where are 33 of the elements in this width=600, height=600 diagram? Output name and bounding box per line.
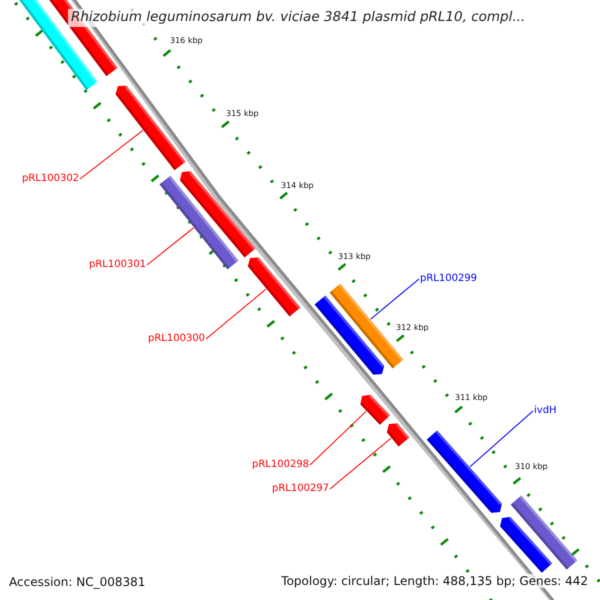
gene-feature [510,495,578,570]
tick-label: 311 kbp [455,394,488,402]
gene-feature [360,394,390,425]
tick-label: 315 kbp [226,110,259,118]
gene-feature [180,171,256,258]
genome-summary: Topology: circular; Length: 488,135 bp; Genes: 442 [279,574,590,588]
gene-feature [500,517,552,573]
tick-label: 314 kbp [281,182,314,190]
leader-line [80,130,144,180]
tick-label: 313 kbp [338,253,371,261]
leader-line [310,410,367,466]
gene-label: pRL100298 [252,460,310,470]
gene-feature [314,296,384,375]
tick-label: 316 kbp [170,37,203,45]
leader-line [146,227,194,266]
tick-label: 312 kbp [396,324,429,332]
gene-feature [116,86,186,170]
gene-label: ivdH [534,406,557,416]
gene-feature [386,423,410,446]
accession-text: Accession: NC_008381 [9,576,146,588]
gene-feature [426,430,502,513]
gene-label: pRL100300 [148,334,206,344]
gene-label: pRL100299 [420,274,478,284]
gene-feature [248,257,300,316]
leader-line [206,288,267,340]
gene-feature [160,176,238,270]
gene-label: pRL100302 [22,174,80,184]
gene-label: pRL100297 [272,484,330,494]
gene-label: pRL100301 [89,260,146,270]
tick-label: 310 kbp [515,463,548,471]
leader-line [330,438,392,490]
leader-line [470,410,534,468]
leader-line [370,278,420,320]
